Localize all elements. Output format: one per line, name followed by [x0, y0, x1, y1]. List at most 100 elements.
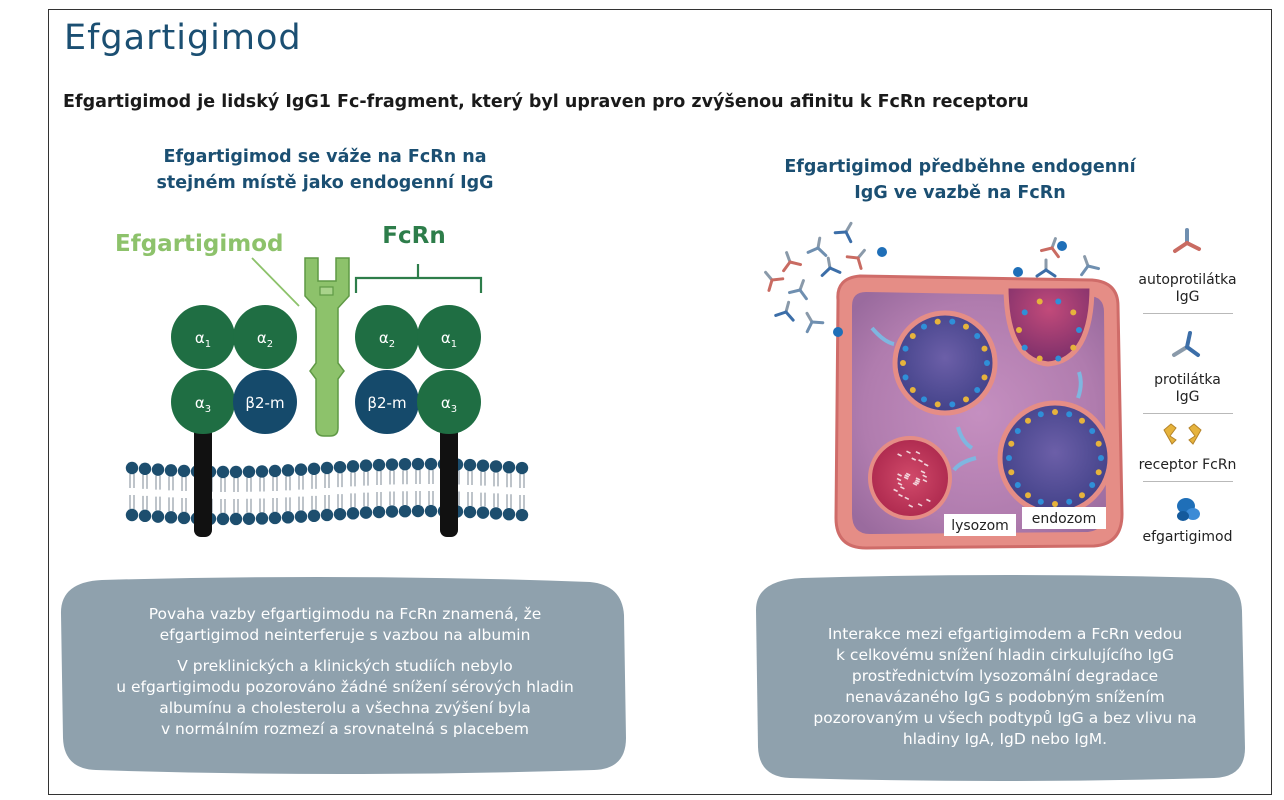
right-info-line-6: hladiny IgA, IgD nebo IgM.: [902, 730, 1108, 748]
antibody-icon: [1172, 331, 1200, 357]
endosome-particle: [1089, 428, 1096, 434]
lipid-head: [463, 505, 477, 519]
arrow-lyso: [952, 456, 977, 472]
pocket-particle: [1036, 298, 1043, 305]
pocket-particle: [1055, 355, 1062, 362]
endosome-particle: [949, 318, 956, 325]
lysosome-fragment: [900, 486, 905, 490]
antibody-molecule: [782, 251, 803, 273]
lipid-head: [125, 508, 139, 522]
lysosome-fragment: [904, 496, 910, 501]
lysosome-fragment: [904, 474, 910, 478]
lysosome-fragment: [922, 478, 928, 483]
page-title: Efgartigimod: [64, 18, 302, 58]
pocket-particle: [1070, 344, 1077, 351]
alpha3-left-label: α3: [195, 394, 211, 415]
left-info-p2-line-3: albumínu a cholesterolu a všechna zvýšen…: [159, 699, 531, 717]
lipid-head: [333, 507, 347, 521]
lipid-tails: [168, 476, 174, 512]
pocket-particle: [1055, 298, 1062, 305]
right-info-box: [756, 575, 1245, 781]
cell-illustration: lysozom endozom: [764, 221, 1124, 550]
lipid-head: [151, 463, 165, 476]
endosome-particle: [902, 345, 909, 352]
antibody-molecule: [764, 270, 785, 292]
pocket-particle: [1036, 355, 1043, 362]
efgartigimod-molecule: [304, 257, 350, 437]
endosome-particle: [1025, 417, 1031, 424]
lysosome-fragment: [897, 453, 902, 457]
endosome-particle: [1089, 482, 1096, 488]
lipid-tails: [129, 474, 135, 509]
legend-autoantibody-line-1: autoprotilátka: [1138, 272, 1237, 288]
endosome-particle: [1025, 492, 1031, 499]
lipid-head: [320, 508, 334, 522]
outside-antibodies: [764, 221, 1101, 337]
antibody-molecule: [833, 221, 853, 244]
antibody-molecule: [845, 248, 866, 270]
pocket-particle: [1076, 327, 1082, 333]
endosome-particle: [921, 323, 927, 330]
left-heading-line-2: stejném místě jako endogenní IgG: [156, 173, 494, 193]
left-info-text: Povaha vazby efgartigimodu na FcRn zname…: [70, 604, 620, 740]
lipid-head: [216, 512, 230, 526]
endosome-particle: [1095, 440, 1102, 447]
legend-fcrn-line-1: receptor FcRn: [1138, 457, 1237, 473]
lipid-head: [398, 504, 412, 518]
endosome-particle: [981, 374, 988, 381]
lipid-tails: [181, 476, 187, 512]
lysosome-fragment: [905, 472, 911, 477]
lipid-tails: [467, 471, 473, 507]
lipid-head: [398, 457, 412, 471]
lipid-tails: [376, 471, 382, 507]
efgartigimod-icon: [1177, 498, 1200, 521]
legend-autoantibody-line-2: IgG: [1175, 289, 1200, 305]
autoantibody-icon: [1173, 228, 1201, 253]
lipid-head: [255, 512, 269, 525]
endosome-particle: [1037, 498, 1044, 505]
lysosome-fragment: [897, 473, 902, 477]
lipid-head: [281, 511, 295, 524]
left-info-p2-line-1: V preklinických a klinických studiích ne…: [177, 657, 513, 675]
efgartigimod-hinge: [319, 286, 334, 296]
legend-item-fcrn: receptor FcRn: [1125, 457, 1250, 474]
lipid-tails: [363, 471, 369, 507]
right-panel-heading: Efgartigimod předběhne endogenní IgG ve …: [740, 154, 1180, 206]
lysosome-fragment: [897, 482, 903, 486]
endosome-particle: [934, 401, 941, 408]
lipid-head: [424, 457, 438, 471]
lipid-head: [502, 460, 516, 474]
lipid-head: [489, 507, 503, 520]
right-info-line-3: prostřednictvím lysozomální degradace: [851, 667, 1159, 685]
left-info-p2-line-4: v normálním rozmezí a srovnatelná s plac…: [160, 720, 530, 738]
lysosome-fragment: [922, 474, 928, 478]
lipid-head: [229, 512, 243, 526]
antibody-molecule: [787, 279, 808, 301]
lipid-tails: [272, 476, 278, 512]
lipid-head: [242, 465, 256, 479]
lipid-tails: [519, 474, 525, 510]
endosome-particle: [984, 360, 990, 366]
lipid-head: [424, 504, 438, 518]
lysosome-fragment: [906, 450, 911, 454]
page-subtitle: Efgartigimod je lidský IgG1 Fc-fragment,…: [63, 92, 1029, 112]
lipid-tails: [350, 472, 356, 508]
b2m-right-circle: [355, 370, 419, 434]
endosome-particle: [1006, 455, 1012, 461]
arrow-in-2: [956, 426, 974, 450]
lipid-tails: [480, 471, 486, 507]
antibody-molecule: [806, 236, 828, 257]
lipid-head: [515, 461, 529, 475]
lipid-head: [476, 506, 490, 519]
lysosome-fragment: [926, 498, 931, 503]
alpha2-left-label: α2: [257, 329, 273, 350]
lipid-tails: [142, 474, 148, 510]
lysosome-fragment: [923, 463, 929, 467]
endosome-particle: [1066, 411, 1073, 418]
fcrn-bracket: [354, 264, 483, 293]
lysosome-fragment: [915, 477, 921, 481]
left-info-p1-line-2: efgartigimod neinterferuje s vazbou na a…: [159, 626, 531, 644]
lipid-head: [385, 458, 399, 471]
cell-particles: [893, 298, 1104, 508]
endosome-particle: [963, 323, 969, 330]
